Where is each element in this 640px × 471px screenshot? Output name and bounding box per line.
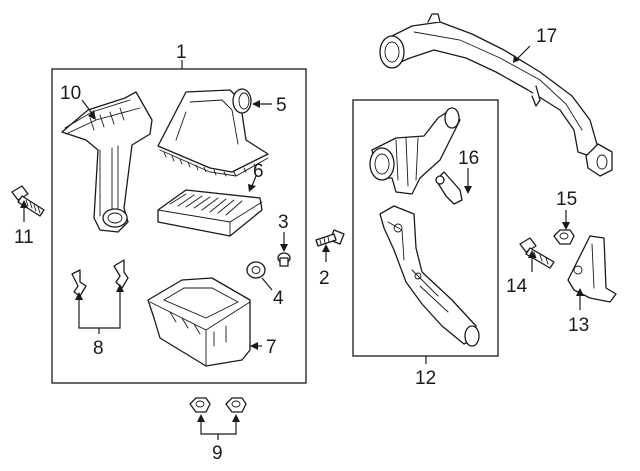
callout-13: 13 xyxy=(568,315,589,336)
callout-5: 5 xyxy=(276,95,287,116)
air-cleaner-cover-icon xyxy=(157,88,269,177)
callout-12: 12 xyxy=(415,368,436,389)
callout-6: 6 xyxy=(253,161,264,182)
bracket-icon xyxy=(567,235,617,310)
callout-2: 2 xyxy=(319,268,330,289)
bolt-icon xyxy=(11,185,45,222)
nut-pair-icon xyxy=(189,397,247,440)
callout-10: 10 xyxy=(60,83,81,104)
callout-1: 1 xyxy=(176,42,187,63)
intake-duct-icon xyxy=(61,91,153,233)
bolt-icon xyxy=(315,229,345,262)
insulator-icon xyxy=(246,261,273,291)
air-tube-icon xyxy=(379,13,613,177)
air-cleaner-lower-housing-icon xyxy=(147,277,262,367)
nut-icon xyxy=(553,210,575,245)
grommet-icon xyxy=(277,232,291,267)
callout-14: 14 xyxy=(506,276,528,297)
callout-8: 8 xyxy=(93,338,104,359)
callout-3: 3 xyxy=(278,212,289,233)
bolt-icon xyxy=(519,237,555,272)
callout-15: 15 xyxy=(556,189,577,210)
callout-9: 9 xyxy=(212,443,223,464)
assembly-1-frame xyxy=(51,68,307,384)
air-filter-element-icon xyxy=(157,189,263,237)
clip-pair-icon xyxy=(71,259,129,334)
callout-11: 11 xyxy=(14,227,34,248)
callout-16: 16 xyxy=(458,148,479,169)
callout-7: 7 xyxy=(266,337,277,358)
outlet-tube-icon xyxy=(369,107,480,347)
callout-4: 4 xyxy=(273,288,284,309)
sensor-icon xyxy=(435,168,472,205)
callout-17: 17 xyxy=(536,26,557,47)
